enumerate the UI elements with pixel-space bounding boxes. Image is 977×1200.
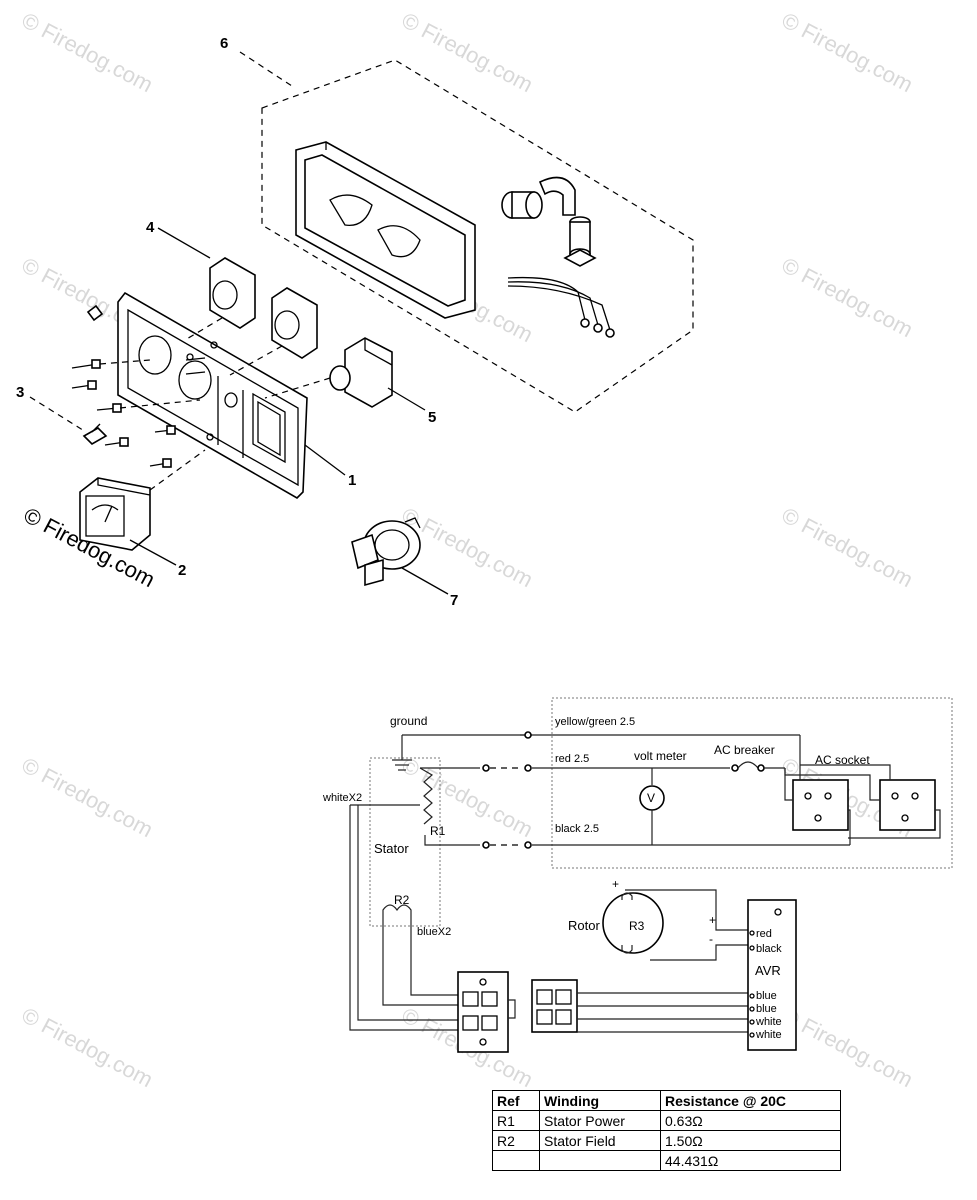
watermark: © Firedog.com xyxy=(778,252,917,342)
volt-meter-label: volt meter xyxy=(634,749,687,763)
r1-label: R1 xyxy=(430,824,446,838)
cell-winding: Stator Power xyxy=(539,1110,661,1131)
part-4-outlets xyxy=(184,257,318,376)
header-winding: Winding xyxy=(539,1090,661,1111)
part-1-front-panel xyxy=(117,291,308,499)
wire-harness-leads xyxy=(507,276,615,338)
callout-leader-6 xyxy=(239,51,296,89)
ac-socket-1 xyxy=(792,779,849,831)
rotor-plus-top: + xyxy=(612,877,619,891)
part-7-key-switch xyxy=(351,517,421,587)
callout-6: 6 xyxy=(220,35,228,52)
part-5-breaker xyxy=(264,337,393,408)
black-label: black 2.5 xyxy=(555,823,599,835)
part-3-switch xyxy=(82,423,108,445)
yellow-green-label: yellow/green 2.5 xyxy=(555,716,635,728)
callout-leader-1 xyxy=(304,444,346,476)
cell-winding xyxy=(539,1150,661,1171)
rotor-label: Rotor xyxy=(568,918,600,933)
watermark: © Firedog.com xyxy=(398,752,537,842)
ac-socket-2 xyxy=(879,779,936,831)
header-resistance: Resistance @ 20C xyxy=(660,1090,841,1111)
callout-1: 1 xyxy=(348,472,356,489)
stator-label: Stator xyxy=(374,841,409,856)
callout-leader-7 xyxy=(401,567,449,595)
callout-leader-3 xyxy=(29,396,87,433)
avr-blue-1: blue xyxy=(756,990,777,1002)
watermark: © Firedog.com xyxy=(18,752,157,842)
cell-resistance: 1.50Ω xyxy=(660,1130,841,1151)
callout-5: 5 xyxy=(428,409,436,426)
avr-white-1: white xyxy=(755,1016,782,1028)
connector-2 xyxy=(531,979,578,1033)
callout-3: 3 xyxy=(16,384,24,401)
callout-leader-4 xyxy=(157,227,211,259)
callout-leader-5 xyxy=(387,387,426,411)
watermark: © Firedog.com xyxy=(778,502,917,592)
capacitor-post xyxy=(563,216,597,267)
watermark: © Firedog.com xyxy=(18,7,157,97)
volt-meter-v: V xyxy=(647,791,655,805)
part-2-volt-meter xyxy=(79,449,206,551)
resistance-table: Ref Winding Resistance @ 20C R1 Stator P… xyxy=(492,1090,841,1171)
callout-leader-2 xyxy=(129,539,177,566)
table-row: R1 Stator Power 0.63Ω xyxy=(492,1110,841,1131)
callout-2: 2 xyxy=(178,562,186,579)
r3-label: R3 xyxy=(629,919,645,933)
table-row: R2 Stator Field 1.50Ω xyxy=(492,1130,841,1151)
ground-label: ground xyxy=(390,714,427,728)
avr-blue-2: blue xyxy=(756,1003,777,1015)
table-row: 44.431Ω xyxy=(492,1150,841,1171)
ac-breaker-label: AC breaker xyxy=(714,743,775,757)
watermark: © Firedog.com xyxy=(398,7,537,97)
cell-resistance: 0.63Ω xyxy=(660,1110,841,1131)
stator-box xyxy=(369,757,441,927)
avr-label: AVR xyxy=(755,963,781,978)
watermark: © Firedog.com xyxy=(778,1002,917,1092)
watermark: © Firedog.com xyxy=(18,1002,157,1092)
red-label: red 2.5 xyxy=(555,753,589,765)
rotor-minus: - xyxy=(709,932,713,946)
grommet-and-elbow xyxy=(501,176,576,219)
callout-7: 7 xyxy=(450,592,458,609)
watermark: © Firedog.com xyxy=(778,7,917,97)
table-header-row: Ref Winding Resistance @ 20C xyxy=(492,1090,841,1111)
callout-4: 4 xyxy=(146,219,155,236)
ac-section-box xyxy=(551,697,953,869)
avr-module: AVR red black blue blue white white xyxy=(747,899,797,1051)
cell-ref: R2 xyxy=(492,1130,540,1151)
avr-red: red xyxy=(756,928,772,940)
panel-screws xyxy=(71,304,206,468)
cell-ref xyxy=(492,1150,540,1171)
cell-winding: Stator Field xyxy=(539,1130,661,1151)
exploded-parts-view: 6 xyxy=(16,35,694,609)
ac-socket-label: AC socket xyxy=(815,753,870,767)
rotor-plus: + xyxy=(709,913,716,927)
cell-ref: R1 xyxy=(492,1110,540,1131)
connector-1 xyxy=(457,971,509,1053)
white-x2-label: whiteX2 xyxy=(322,792,362,804)
avr-white-2: white xyxy=(755,1029,782,1041)
control-box-housing xyxy=(295,141,476,319)
cell-resistance: 44.431Ω xyxy=(660,1150,841,1171)
r2-label: R2 xyxy=(394,893,410,907)
avr-black: black xyxy=(756,943,782,955)
wiring-schematic: ground yellow/green 2.5 red 2.5 R1 black… xyxy=(322,697,953,1053)
header-ref: Ref xyxy=(492,1090,540,1111)
blue-x2-label: blueX2 xyxy=(417,926,451,938)
